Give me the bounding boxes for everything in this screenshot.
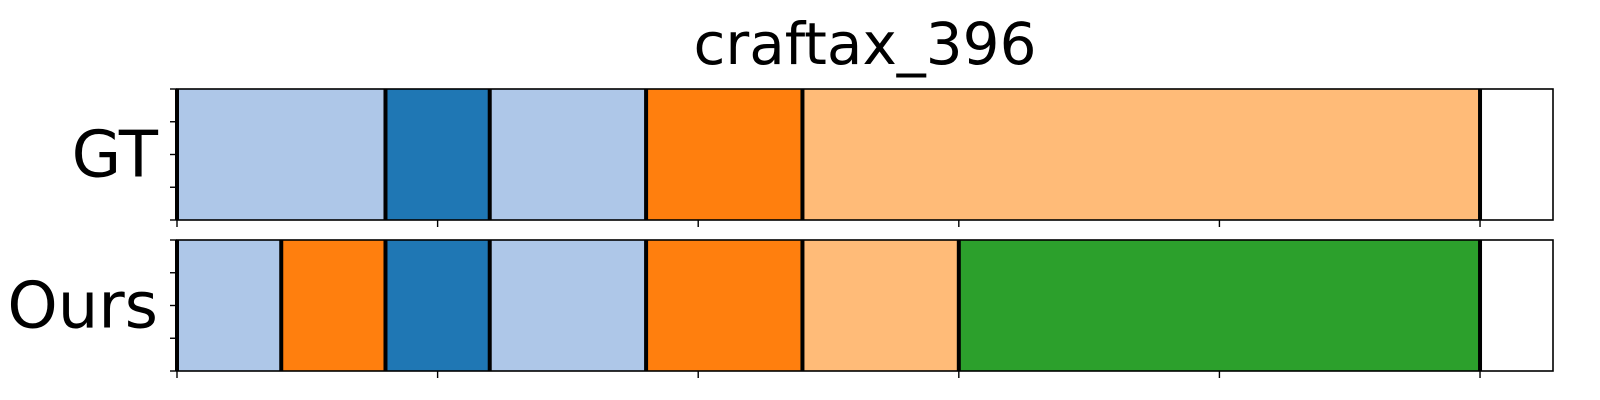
segment bbox=[177, 240, 282, 371]
row-label: GT bbox=[72, 119, 159, 193]
segment bbox=[802, 89, 1481, 220]
row-ours: Ours bbox=[7, 239, 1554, 378]
segment bbox=[385, 240, 490, 371]
segment bbox=[646, 240, 803, 371]
segment bbox=[489, 89, 647, 220]
row-gt: GT bbox=[72, 88, 1554, 227]
segment bbox=[802, 240, 959, 371]
chart-title: craftax_396 bbox=[694, 10, 1037, 78]
row-label: Ours bbox=[7, 270, 158, 344]
segment bbox=[385, 89, 490, 220]
segment bbox=[177, 89, 386, 220]
rows-layer: GT Ours bbox=[7, 88, 1554, 378]
segment bbox=[489, 240, 647, 371]
segment bbox=[646, 89, 803, 220]
segment bbox=[958, 240, 1481, 371]
segment bbox=[281, 240, 386, 371]
